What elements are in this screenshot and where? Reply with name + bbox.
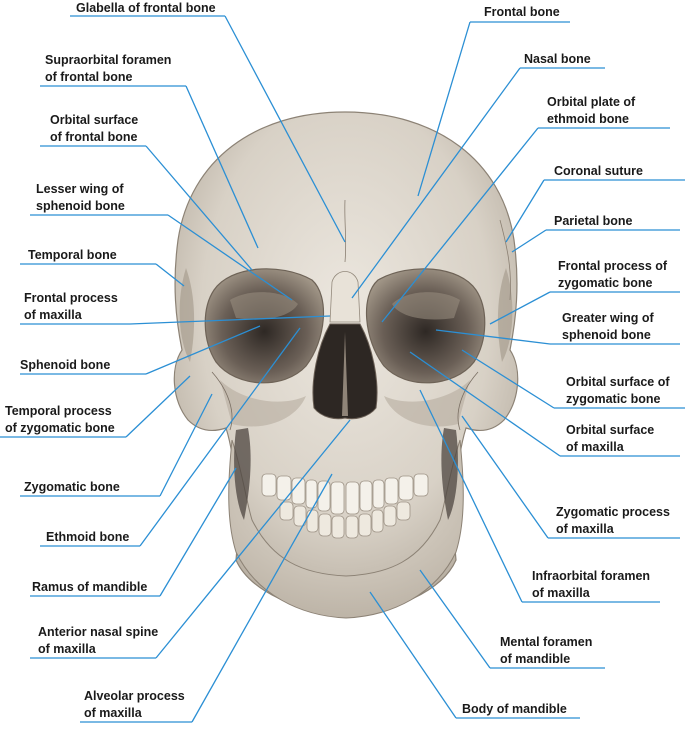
right-orbit bbox=[365, 268, 486, 384]
label-ethmoid-bone: Ethmoid bone bbox=[46, 530, 129, 544]
left-ramus-shadow bbox=[234, 428, 251, 520]
leader-infraorbital bbox=[419, 389, 523, 603]
leader-glabella bbox=[224, 15, 346, 243]
leader-supraorbital bbox=[185, 85, 259, 249]
glabella-suture bbox=[344, 199, 347, 263]
lower-teeth bbox=[279, 501, 411, 539]
label-zygomatic-process-maxilla: Zygomatic process of maxilla bbox=[556, 505, 673, 536]
leader-zygomatic-process bbox=[461, 415, 549, 539]
leader-lines bbox=[0, 15, 685, 723]
upper-teeth bbox=[261, 473, 429, 515]
skull-illustration bbox=[173, 111, 519, 619]
leader-nasal-bone bbox=[351, 67, 521, 299]
label-temporal-process-zygomatic: Temporal process of zygomatic bone bbox=[5, 404, 115, 435]
label-nasal-bone: Nasal bone bbox=[524, 52, 591, 66]
left-cheek-shadow bbox=[220, 380, 306, 427]
label-parietal-bone: Parietal bone bbox=[554, 214, 633, 228]
leader-temporal-process bbox=[125, 375, 191, 438]
leader-orbital-plate bbox=[381, 127, 539, 323]
leader-frontal-bone bbox=[417, 21, 471, 197]
right-orbit-wall bbox=[392, 292, 460, 320]
leader-temporal-bone bbox=[155, 263, 185, 287]
label-orbital-plate-ethmoid: Orbital plate of ethmoid bone bbox=[547, 95, 639, 126]
left-orbit bbox=[204, 268, 325, 384]
leader-body-mandible bbox=[369, 591, 457, 719]
label-sphenoid-bone: Sphenoid bone bbox=[20, 358, 110, 372]
leader-alveolar bbox=[191, 473, 333, 723]
left-temporal-shadow bbox=[179, 268, 195, 362]
leader-anterior-nasal-spine bbox=[155, 419, 351, 659]
left-orbit-wall bbox=[230, 292, 298, 320]
leader-orbital-surface-zygomatic bbox=[461, 349, 555, 409]
label-supraorbital: Supraorbital foramen of frontal bone bbox=[45, 53, 175, 84]
label-frontal-process-maxilla: Frontal process of maxilla bbox=[24, 291, 121, 322]
label-frontal-process-zygomatic: Frontal process of zygomatic bone bbox=[558, 259, 671, 290]
label-ramus-mandible: Ramus of mandible bbox=[32, 580, 147, 594]
right-ramus-shadow bbox=[441, 428, 458, 520]
label-orbital-surface-frontal: Orbital surface of frontal bone bbox=[50, 113, 142, 144]
label-mental-foramen: Mental foramen of mandible bbox=[500, 635, 596, 666]
leader-parietal-bone bbox=[511, 229, 547, 253]
label-orbital-surface-zygomatic: Orbital surface of zygomatic bone bbox=[566, 375, 673, 406]
leader-orbital-surface-maxilla bbox=[409, 351, 561, 457]
leader-greater-wing bbox=[435, 329, 551, 345]
leader-sphenoid-bone bbox=[145, 325, 261, 375]
label-alveolar-process: Alveolar process of maxilla bbox=[84, 689, 188, 720]
leader-zygomatic-bone bbox=[159, 393, 213, 497]
label-coronal-suture: Coronal suture bbox=[554, 164, 643, 178]
coronal-suture-line bbox=[499, 219, 511, 301]
zygomatic-suture-left bbox=[211, 371, 233, 431]
nasal-septum bbox=[342, 332, 348, 416]
label-body-mandible: Body of mandible bbox=[462, 702, 567, 716]
nasal-bridge bbox=[329, 271, 361, 323]
label-anterior-nasal-spine: Anterior nasal spine of maxilla bbox=[38, 625, 162, 656]
leader-orbital-surface-frontal bbox=[145, 145, 253, 271]
leader-frontal-process-zygomatic bbox=[489, 291, 551, 325]
label-temporal-bone: Temporal bone bbox=[28, 248, 117, 262]
zygomatic-suture-right bbox=[457, 371, 479, 431]
label-orbital-surface-maxilla: Orbital surface of maxilla bbox=[566, 423, 658, 454]
leader-frontal-process-maxilla bbox=[129, 315, 331, 325]
labels: Glabella of frontal bone Supraorbital fo… bbox=[5, 1, 673, 720]
label-zygomatic-bone: Zygomatic bone bbox=[24, 480, 120, 494]
label-greater-wing: Greater wing of sphenoid bone bbox=[562, 311, 657, 342]
label-infraorbital-foramen: Infraorbital foramen of maxilla bbox=[532, 569, 654, 600]
leader-mental-foramen bbox=[419, 569, 491, 669]
label-frontal-bone: Frontal bone bbox=[484, 5, 560, 19]
label-glabella: Glabella of frontal bone bbox=[76, 1, 216, 15]
leader-coronal-suture bbox=[505, 179, 545, 243]
leader-lesser-wing bbox=[167, 214, 293, 301]
mandible bbox=[228, 439, 464, 619]
leader-ramus bbox=[159, 467, 237, 597]
label-lesser-wing: Lesser wing of sphenoid bone bbox=[36, 182, 127, 213]
leader-ethmoid-bone bbox=[139, 327, 301, 547]
